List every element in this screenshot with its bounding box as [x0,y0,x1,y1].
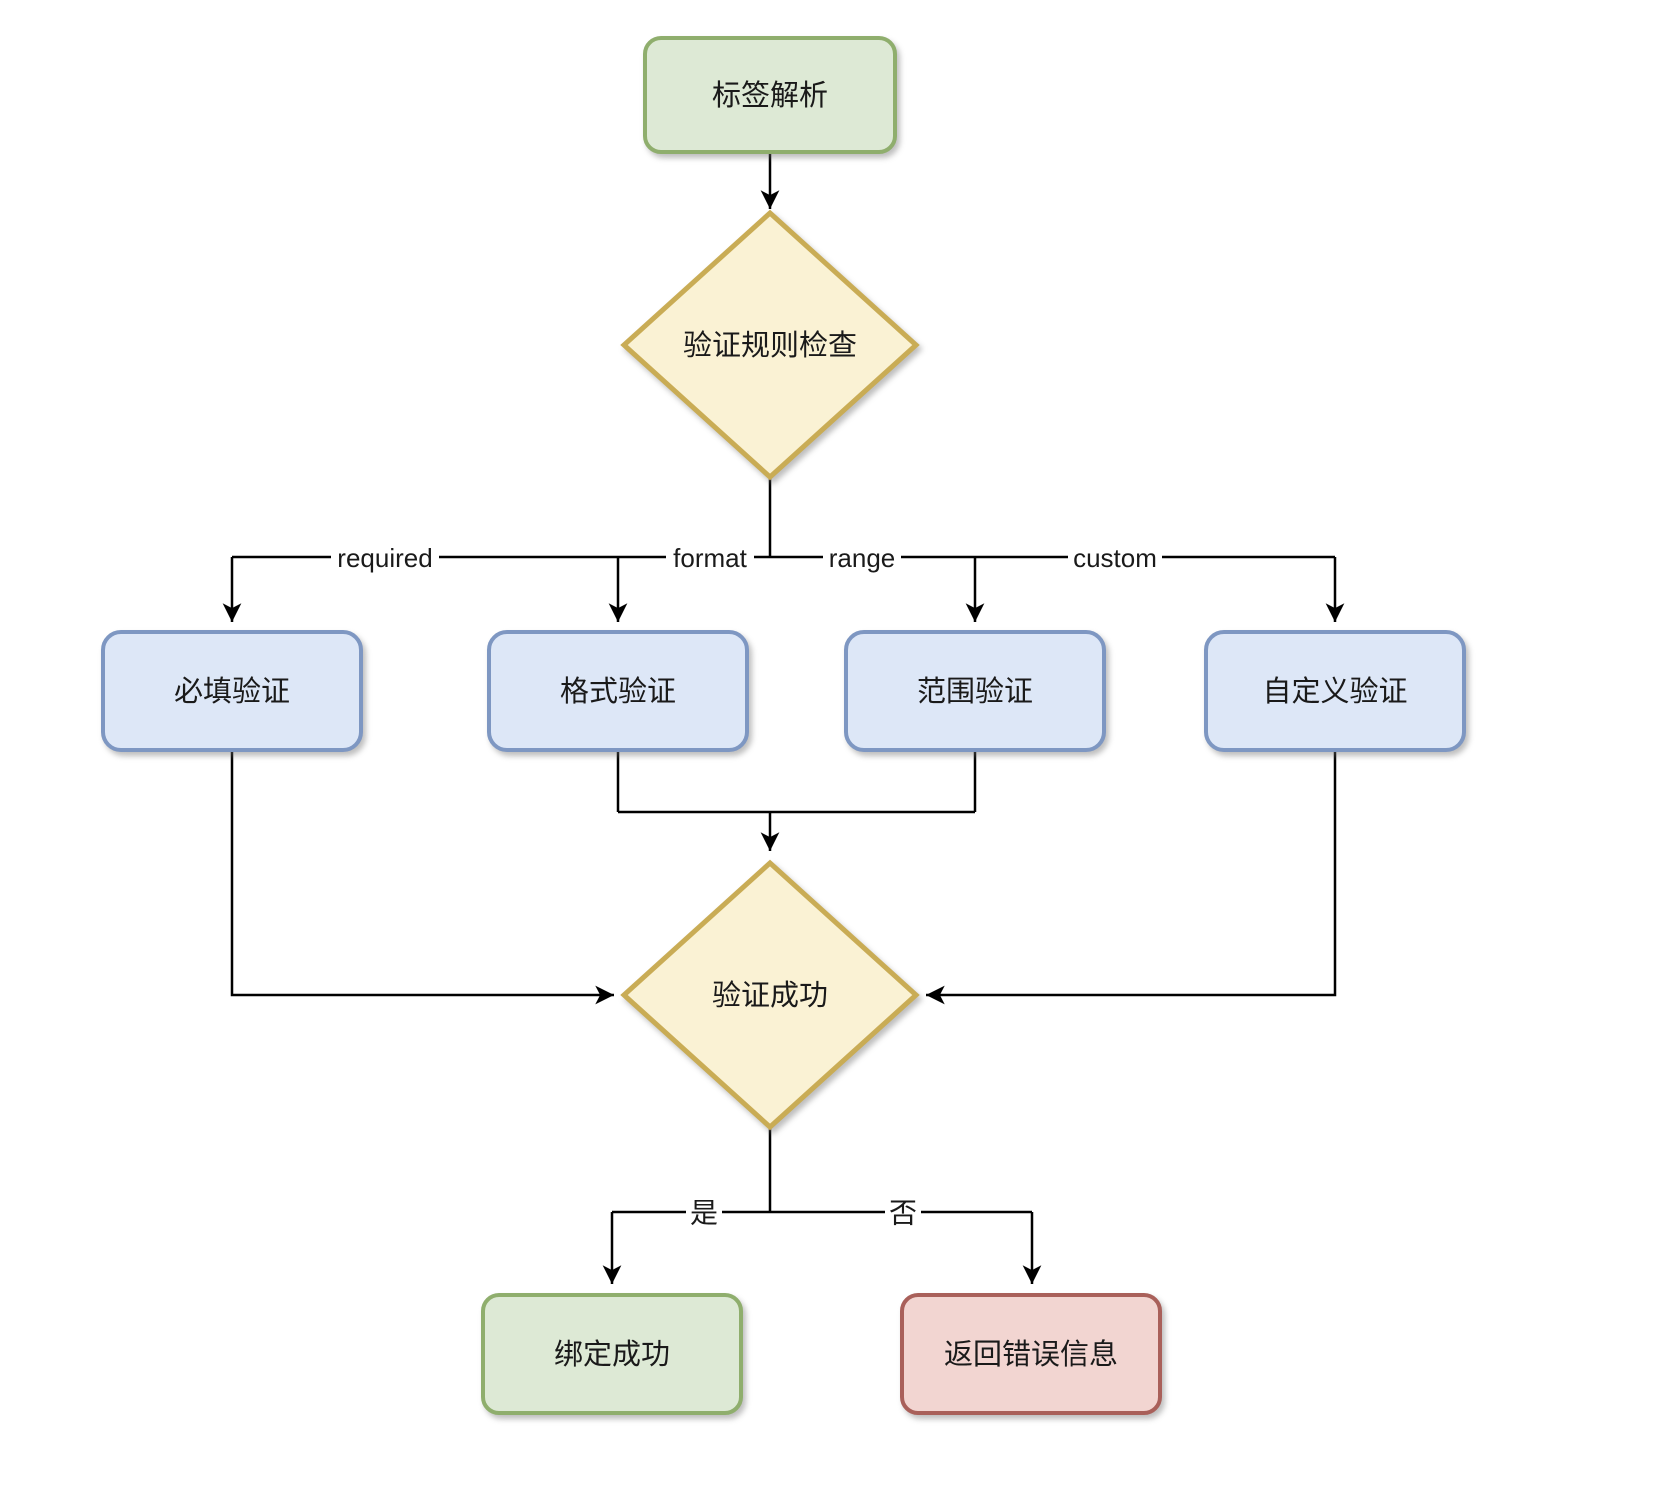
edge-required-to-success [230,750,614,1005]
edge-label-required: required [337,543,432,573]
node-rule-check: 验证规则检查 [620,209,920,481]
edge-label-yes: 是 [690,1198,718,1229]
custom-box [1204,630,1466,752]
node-required-validation: 必填验证 [101,630,363,752]
edge-label-custom: custom [1073,543,1157,573]
start-box [643,36,897,154]
edge-label-bg [823,543,901,571]
edge-label-format: format [673,543,747,573]
format-label: 格式验证 [560,675,676,708]
node-range-validation: 范围验证 [844,630,1106,752]
node-bind-success: 绑定成功 [481,1293,743,1415]
success-check-diamond [620,859,920,1131]
node-format-validation: 格式验证 [487,630,749,752]
edge-custom-to-success [926,750,1337,1005]
edge-label-no: 否 [889,1198,917,1229]
node-start: 标签解析 [643,36,897,154]
format-box [487,630,749,752]
node-return-error: 返回错误信息 [900,1293,1162,1415]
edge-label-bg [666,543,754,571]
edge-label-bg [885,1194,921,1230]
return-error-box [900,1293,1162,1415]
edge-label-bg [1068,543,1162,571]
edge-label-range: range [829,543,896,573]
required-box [101,630,363,752]
rule-check-diamond [620,209,920,481]
start-label: 标签解析 [712,79,828,112]
success-check-label: 验证成功 [712,979,828,1012]
rule-check-label: 验证规则检查 [683,329,857,362]
return-error-label: 返回错误信息 [944,1338,1118,1371]
node-custom-validation: 自定义验证 [1204,630,1466,752]
edge-label-bg [331,543,439,571]
edge-label-bg [686,1194,722,1230]
bind-success-label: 绑定成功 [554,1338,670,1371]
range-box [844,630,1106,752]
custom-label: 自定义验证 [1262,675,1407,708]
required-label: 必填验证 [174,675,290,708]
node-success-check: 验证成功 [620,859,920,1131]
bind-success-box [481,1293,743,1415]
range-label: 范围验证 [917,675,1033,708]
edge-labels: required format range custom 是 否 [331,543,1162,1230]
